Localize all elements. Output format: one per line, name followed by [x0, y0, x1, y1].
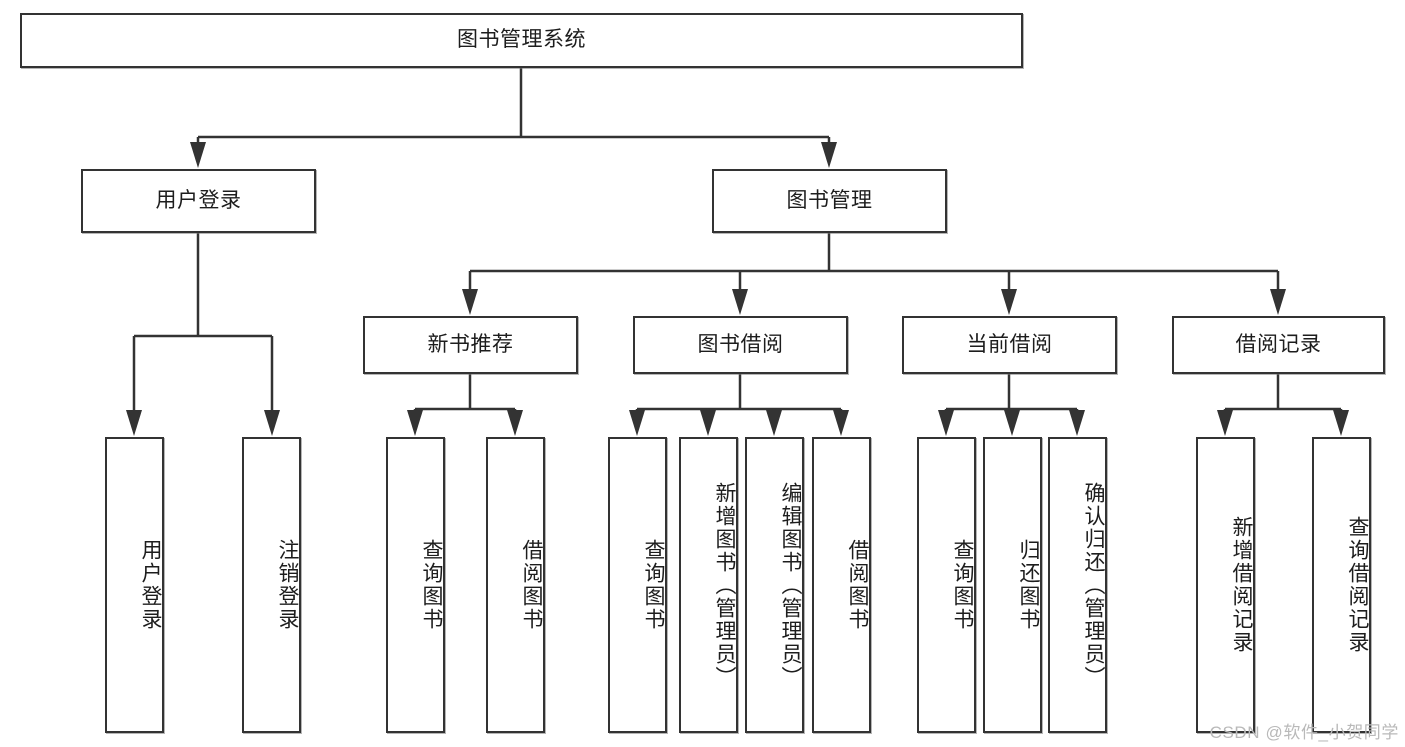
node-leaf-confirm-return[interactable]: 确认归还（管理员） — [1048, 437, 1107, 733]
connector-c-borrow-record — [1217, 374, 1349, 436]
arrowhead — [407, 410, 423, 436]
node-new-book-recommend[interactable]: 新书推荐 — [363, 316, 578, 374]
node-label: 查询图书 — [951, 539, 974, 631]
arrowhead — [1001, 289, 1017, 315]
arrowhead — [1333, 410, 1349, 436]
node-label: 用户登录 — [155, 188, 242, 212]
node-user-login[interactable]: 用户登录 — [81, 169, 316, 233]
node-leaf-add-book[interactable]: 新增图书（管理员） — [679, 437, 738, 733]
arrowhead — [1069, 410, 1085, 436]
node-label: 新增借阅记录 — [1230, 516, 1253, 654]
node-book-manage[interactable]: 图书管理 — [712, 169, 947, 233]
arrowhead — [1270, 289, 1286, 315]
node-label: 新增图书（管理员） — [713, 481, 736, 689]
connector-c-book-borrow — [629, 374, 849, 436]
node-leaf-return-book[interactable]: 归还图书 — [983, 437, 1042, 733]
node-leaf-user-login[interactable]: 用户登录 — [105, 437, 164, 733]
arrowhead — [821, 142, 837, 168]
node-leaf-query-book-cur[interactable]: 查询图书 — [917, 437, 976, 733]
node-label: 用户登录 — [139, 539, 162, 631]
node-label: 借阅记录 — [1235, 332, 1322, 356]
arrowhead — [190, 142, 206, 168]
connector-c-user-login — [126, 233, 280, 436]
connector-c-new-book — [407, 374, 523, 436]
arrowhead — [462, 289, 478, 315]
arrowhead — [1004, 410, 1020, 436]
arrowhead — [700, 410, 716, 436]
node-label: 图书管理 — [786, 188, 873, 212]
node-leaf-logout[interactable]: 注销登录 — [242, 437, 301, 733]
connector-c-current-borrow — [938, 374, 1085, 436]
node-leaf-borrow-book-rec[interactable]: 借阅图书 — [486, 437, 545, 733]
arrowhead — [507, 410, 523, 436]
arrowhead — [833, 410, 849, 436]
node-leaf-query-record[interactable]: 查询借阅记录 — [1312, 437, 1371, 733]
node-label: 借阅图书 — [846, 539, 869, 631]
node-label: 查询图书 — [420, 539, 443, 631]
node-label: 查询图书 — [642, 539, 665, 631]
node-leaf-add-record[interactable]: 新增借阅记录 — [1196, 437, 1255, 733]
node-leaf-borrow-book[interactable]: 借阅图书 — [812, 437, 871, 733]
node-label: 新书推荐 — [427, 332, 514, 356]
node-leaf-query-book-rec[interactable]: 查询图书 — [386, 437, 445, 733]
arrowhead — [766, 410, 782, 436]
arrowhead — [264, 410, 280, 436]
node-label: 图书管理系统 — [457, 28, 586, 52]
node-label: 归还图书 — [1017, 539, 1040, 631]
node-label: 注销登录 — [276, 539, 299, 631]
arrowhead — [732, 289, 748, 315]
node-label: 确认归还（管理员） — [1082, 481, 1105, 689]
node-borrow-record[interactable]: 借阅记录 — [1172, 316, 1385, 374]
arrowhead — [629, 410, 645, 436]
arrowhead — [126, 410, 142, 436]
arrowhead — [1217, 410, 1233, 436]
node-current-borrow[interactable]: 当前借阅 — [902, 316, 1117, 374]
arrowhead — [938, 410, 954, 436]
node-leaf-edit-book[interactable]: 编辑图书（管理员） — [745, 437, 804, 733]
node-book-borrow[interactable]: 图书借阅 — [633, 316, 848, 374]
node-label: 图书借阅 — [697, 332, 784, 356]
node-label: 查询借阅记录 — [1346, 516, 1369, 654]
connector-c-root — [190, 68, 837, 168]
node-label: 借阅图书 — [520, 539, 543, 631]
node-root[interactable]: 图书管理系统 — [20, 13, 1023, 68]
node-leaf-query-book-borrow[interactable]: 查询图书 — [608, 437, 667, 733]
node-label: 当前借阅 — [966, 332, 1053, 356]
watermark-label: CSDN @软件_小贺同学 — [1209, 723, 1399, 742]
node-label: 编辑图书（管理员） — [779, 481, 802, 689]
connector-c-book-manage — [462, 233, 1286, 315]
